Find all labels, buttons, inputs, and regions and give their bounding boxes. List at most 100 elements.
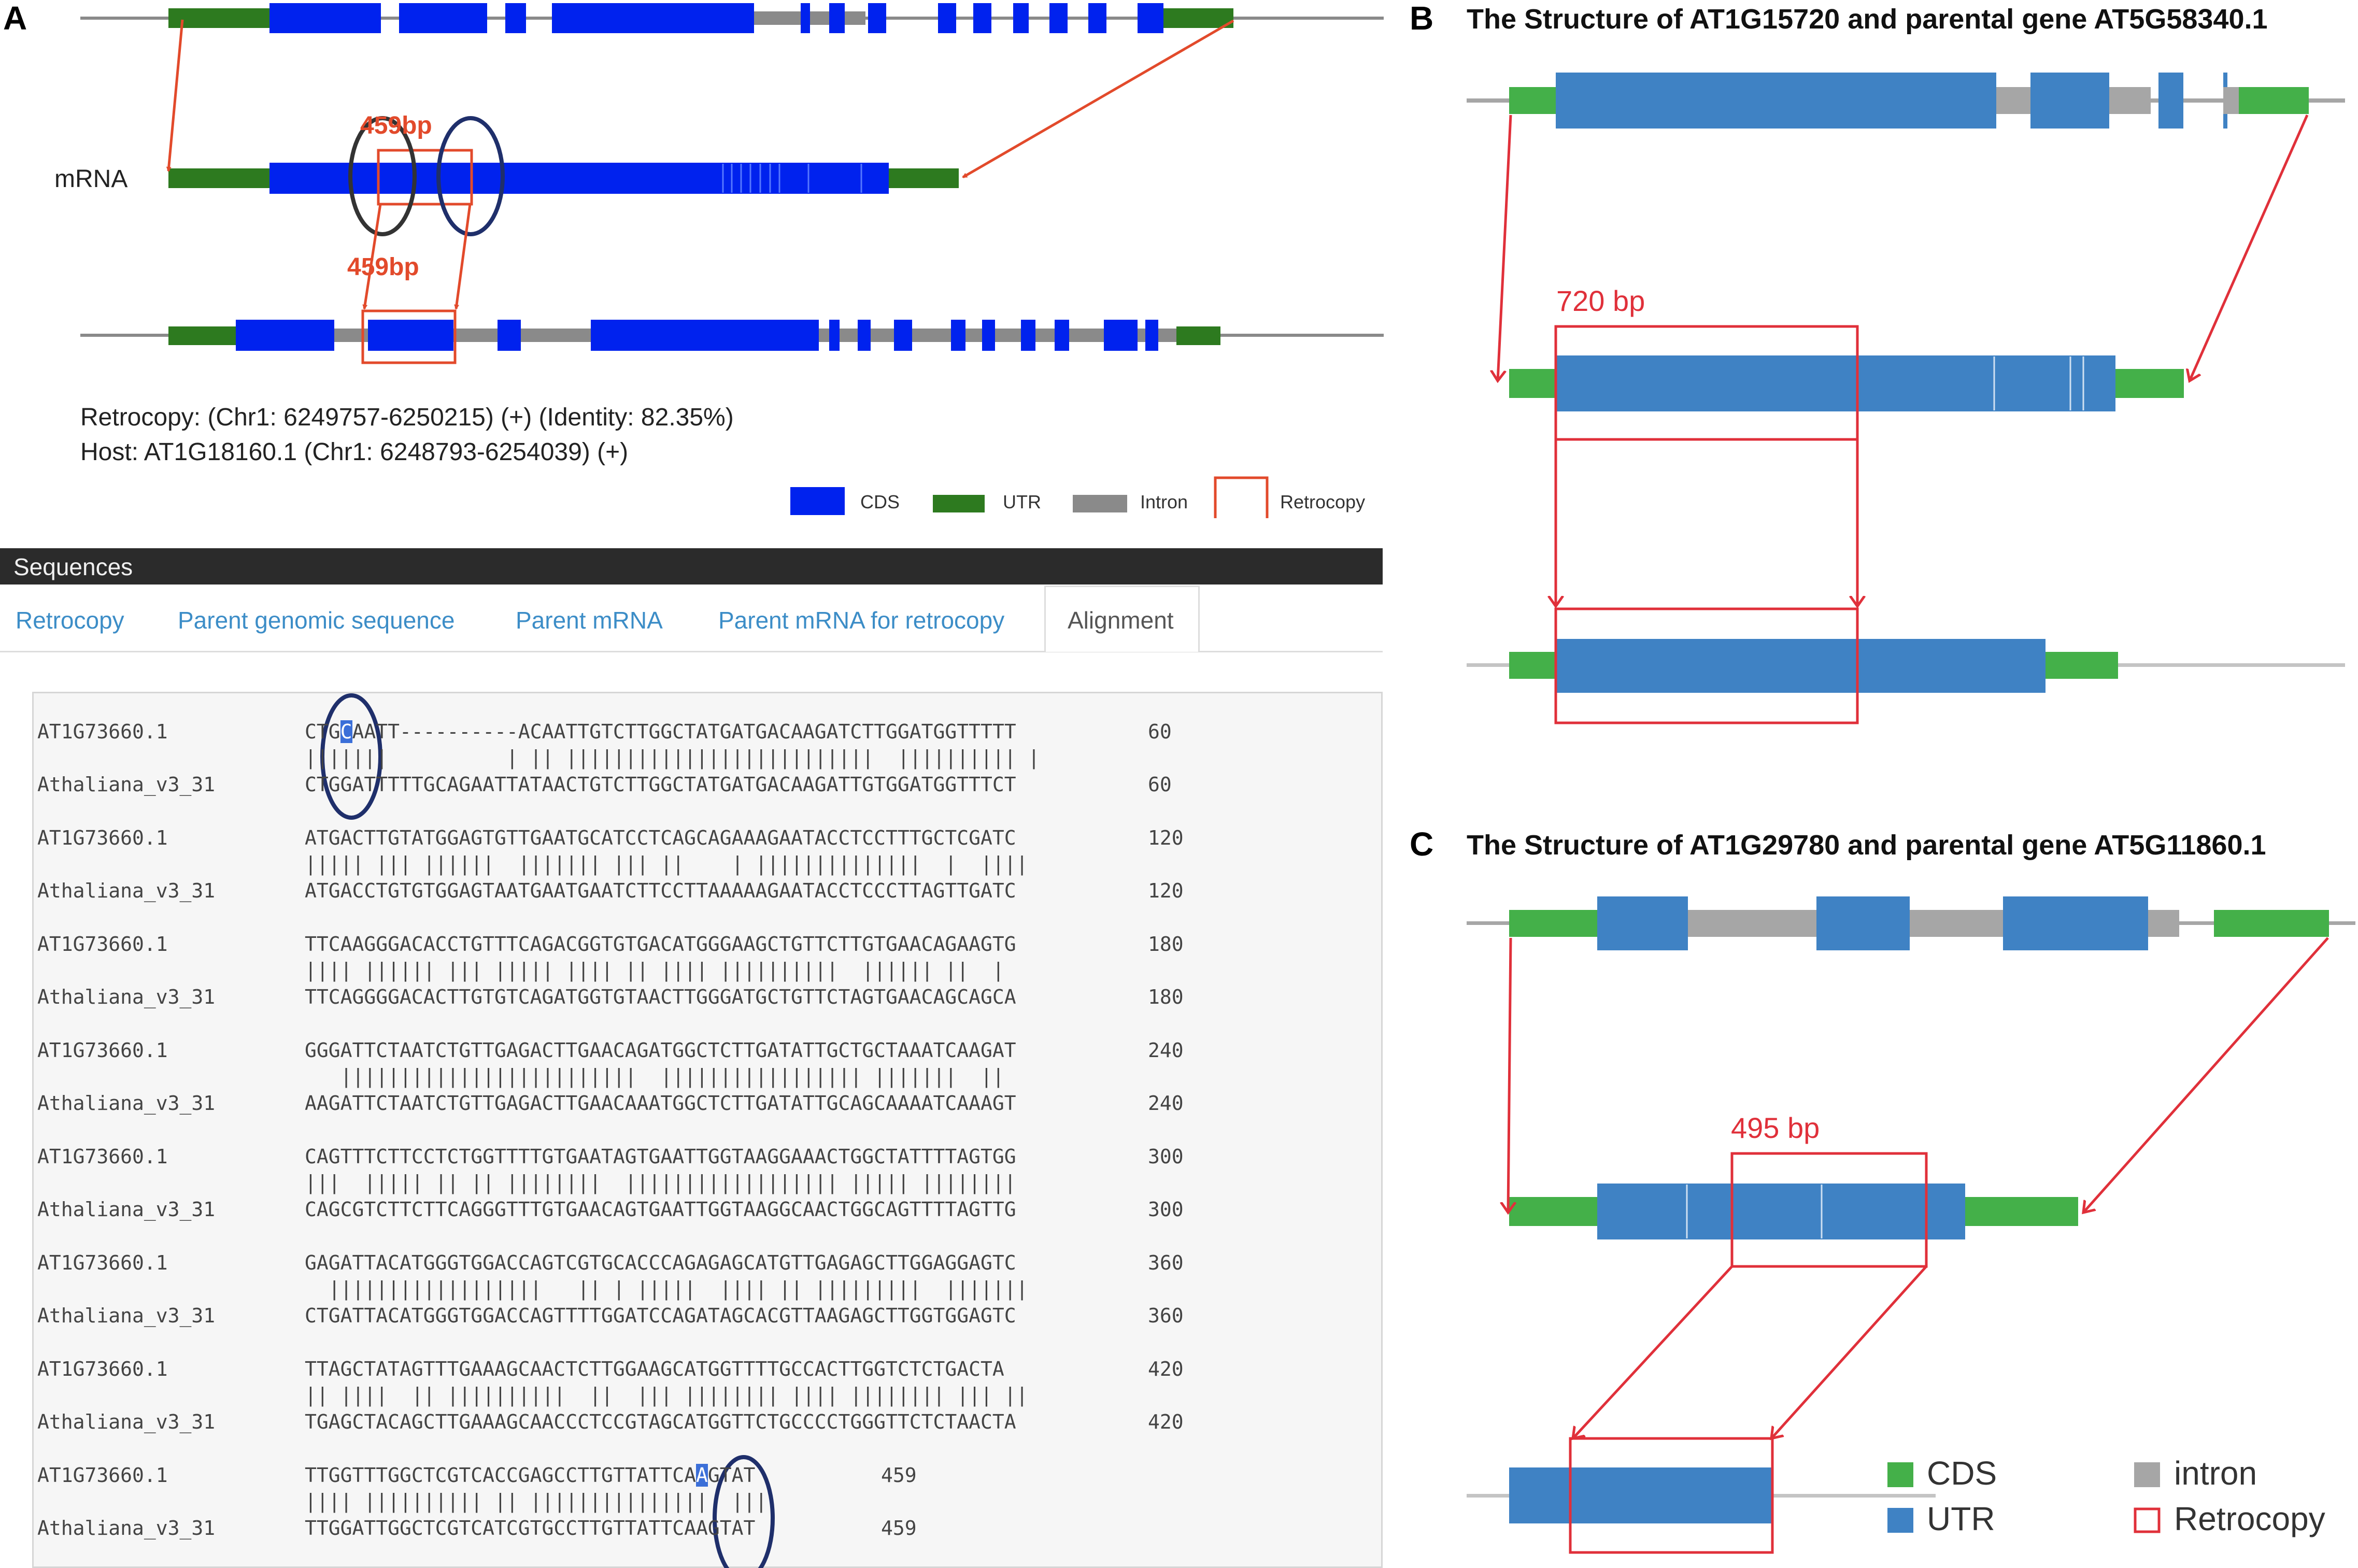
- cds-block: [951, 320, 965, 351]
- subject-sequence: CTGGATTTTTGCAGAATTATAACTGTCTTGGCTATGATGA…: [305, 773, 1016, 796]
- panel-a-mrna: [168, 116, 959, 236]
- retrocopy-box: [361, 309, 457, 364]
- cds-block: [1104, 320, 1138, 351]
- retrocopy-box: [1569, 1437, 1774, 1554]
- cds-block: [399, 3, 487, 33]
- query-sequence: TTAGCTATAGTTTGAAAGCAACTCTTGGAAGCATGGTTTT…: [305, 1358, 1004, 1380]
- cds-block: [894, 320, 912, 351]
- subject-name: Athaliana_v3_31: [37, 773, 216, 796]
- legend-retrocopy-swatch: [2134, 1507, 2161, 1533]
- position-number: 180: [1148, 986, 1184, 1008]
- match-line: ||| ||||| || || |||||||| |||||||||||||||…: [305, 1171, 1016, 1194]
- match-line: |||| |||||||||| || ||||||||||||||| |||: [305, 1490, 768, 1513]
- query-sequence: GGGATTCTAATCTGTTGAGACTTGAACAGATGGCTCTTGA…: [305, 1039, 1016, 1062]
- retrocopy-box: [1554, 325, 1859, 441]
- cds-block: [269, 3, 381, 33]
- mrna-label: mRNA: [54, 165, 128, 193]
- utr-block: [1176, 326, 1220, 345]
- position-number: 420: [1148, 1358, 1184, 1380]
- panel-c-diagram: [1467, 896, 2355, 1554]
- legend-cds-swatch: [1887, 1462, 1913, 1487]
- panel-a-arrows: [166, 19, 1234, 310]
- cds-block: [1049, 3, 1068, 33]
- subject-sequence: AAGATTCTAATCTGTTGAGACTTGAACAAATGGCTCTTGA…: [305, 1092, 1016, 1115]
- retrocopy-box: [1554, 607, 1859, 724]
- retrocopy-box: [377, 149, 473, 206]
- match-line: |||| |||||| ||| ||||| |||| || |||| |||||…: [305, 959, 1004, 981]
- position-number: 60: [1148, 773, 1172, 796]
- tab-parent-genomic-sequence[interactable]: Parent genomic sequence: [178, 607, 455, 634]
- legend-retrocopy-label: Retrocopy: [2174, 1500, 2325, 1537]
- cds-block: [552, 3, 754, 33]
- utr-block: [168, 8, 269, 28]
- legend-intron-label: Intron: [1140, 491, 1188, 512]
- match-line: ||||| ||| |||||| ||||||| ||| || | ||||||…: [305, 852, 1028, 875]
- sequences-header-bar: [0, 548, 1383, 585]
- position-number: 60: [1148, 720, 1172, 743]
- legend-retrocopy-swatch: [1214, 476, 1269, 518]
- bp-label-top: 459bp: [360, 112, 432, 139]
- legend-retrocopy-label: Retrocopy: [1280, 491, 1366, 512]
- subject-name: Athaliana_v3_31: [37, 1198, 216, 1221]
- subject-sequence: CTGATTACATGGGTGGACCAGTTTTGGATCCAGATAGCAC…: [305, 1304, 1016, 1327]
- position-number: 300: [1148, 1145, 1184, 1168]
- ellipse-end: [713, 1455, 775, 1568]
- legend-utr-label: UTR: [1927, 1500, 1995, 1537]
- retrocopy-box: [1730, 1152, 1928, 1268]
- cds-block: [938, 3, 956, 33]
- position-number: 180: [1148, 933, 1184, 956]
- ellipse-start: [320, 693, 382, 820]
- subject-sequence: TTGGATTGGCTCGTCATCGTGCCTTGTTATTCAAGTAT: [305, 1517, 756, 1540]
- ellipse-left: [348, 116, 417, 236]
- highlighted-base: C: [340, 720, 352, 743]
- panel-b-diagram: [1467, 73, 2345, 724]
- position-number: 120: [1148, 826, 1184, 849]
- tab-parent-mrna-for-retrocopy[interactable]: Parent mRNA for retrocopy: [718, 607, 1005, 634]
- query-sequence: ATGACTTGTATGGAGTGTTGAATGCATCCTCAGCAGAAAG…: [305, 826, 1016, 849]
- utr-block: [889, 168, 959, 188]
- retrocopy-info: Retrocopy: (Chr1: 6249757-6250215) (+) (…: [80, 404, 734, 431]
- legend-utr-swatch: [1887, 1508, 1913, 1533]
- tab-parent-mrna[interactable]: Parent mRNA: [516, 607, 663, 634]
- tab-retrocopy[interactable]: Retrocopy: [16, 607, 124, 634]
- position-number: 459: [881, 1464, 917, 1487]
- subject-name: Athaliana_v3_31: [37, 1092, 216, 1115]
- match-line: ||||||||||||||||||||||||| ||||||||||||||…: [305, 1065, 1004, 1088]
- cds-block: [368, 320, 453, 351]
- panel-a-legend-swatches: [790, 476, 1269, 518]
- position-number: 360: [1148, 1304, 1184, 1327]
- cds-block: [973, 3, 991, 33]
- panel-a-diagram: [80, 3, 1384, 518]
- tab-alignment[interactable]: Alignment: [1068, 607, 1174, 634]
- match-line: ||||||| | || |||||||||||||||||||||||||| …: [305, 746, 1040, 769]
- subject-name: Athaliana_v3_31: [37, 1517, 216, 1540]
- panel-c-letter: C: [1410, 825, 1434, 863]
- cds-block: [1055, 320, 1069, 351]
- subject-name: Athaliana_v3_31: [37, 879, 216, 902]
- subject-sequence: TGAGCTACAGCTTGAAAGCAACCCTCCGTAGCATGGTTCT…: [305, 1410, 1016, 1433]
- subject-name: Athaliana_v3_31: [37, 1410, 216, 1433]
- subject-name: Athaliana_v3_31: [37, 986, 216, 1008]
- query-name: AT1G73660.1: [37, 933, 168, 956]
- query-name: AT1G73660.1: [37, 1464, 168, 1487]
- subject-sequence: CAGCGTCTTCTTCAGGGTTTGTGAACAGTGAATTGGTAAG…: [305, 1198, 1016, 1221]
- panel-b-letter: B: [1410, 0, 1434, 37]
- alignment-panel: [32, 692, 1383, 1568]
- sequences-title: Sequences: [13, 553, 133, 580]
- cds-block: [1145, 320, 1158, 351]
- cds-block: [868, 3, 886, 33]
- legend-cds-label: CDS: [860, 491, 900, 512]
- utr-block: [168, 326, 236, 345]
- tab-underline: [0, 651, 1383, 652]
- query-sequence: GAGATTACATGGGTGGACCAGTCGTGCACCCAGAGAGCAT…: [305, 1251, 1016, 1274]
- position-number: 120: [1148, 879, 1184, 902]
- position-number: 360: [1148, 1251, 1184, 1274]
- subject-sequence: ATGACCTGTGTGGAGTAATGAATGAATCTTCCTTAAAAAG…: [305, 879, 1016, 902]
- cds-block: [498, 320, 521, 351]
- panel-b-title: The Structure of AT1G15720 and parental …: [1467, 4, 2268, 35]
- legend-cds-swatch: [790, 487, 845, 515]
- ellipse-right: [436, 116, 505, 236]
- subject-sequence: TTCAGGGGACACTTGTGTCAGATGGTGTAACTTGGGATGC…: [305, 986, 1016, 1008]
- utr-block: [168, 168, 269, 188]
